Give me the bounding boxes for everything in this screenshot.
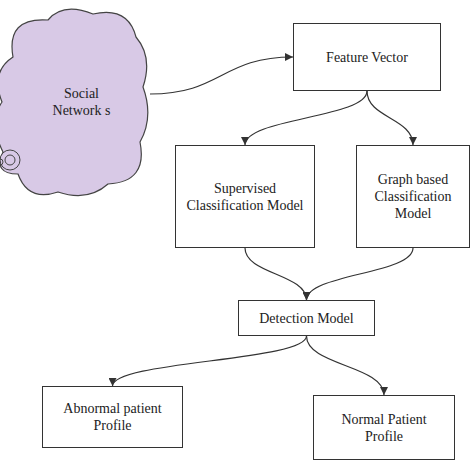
- connector-arrow: [113, 336, 307, 386]
- process-box: Graph based Classification Model: [356, 145, 470, 248]
- process-box: Supervised Classification Model: [175, 145, 315, 248]
- connector-arrow: [307, 248, 414, 300]
- node-label: Detection Model: [259, 310, 353, 327]
- cloud-outline: [0, 2, 153, 202]
- cloud-bubble: [5, 155, 15, 165]
- connector-arrow: [150, 57, 293, 94]
- cloud-bubble: [0, 150, 20, 170]
- process-box: Feature Vector: [293, 23, 441, 91]
- cloud-shape: [0, 9, 148, 195]
- connector-arrow: [367, 91, 413, 145]
- source-cloud: Social Network s: [0, 2, 153, 202]
- connector-arrow: [245, 248, 307, 300]
- process-box: Detection Model: [238, 300, 375, 336]
- node-label: Graph based Classification Model: [357, 171, 469, 222]
- node-label: Normal Patient Profile: [334, 411, 434, 445]
- process-box: Normal Patient Profile: [313, 395, 455, 460]
- node-label: Abnormal patient Profile: [63, 400, 163, 434]
- connector-arrow: [307, 336, 385, 395]
- node-label: Social Network s: [50, 85, 114, 119]
- connector-arrow: [245, 91, 367, 145]
- cloud-bubble: [0, 159, 3, 165]
- node-label: Supervised Classification Model: [176, 180, 314, 214]
- process-box: Abnormal patient Profile: [42, 386, 183, 448]
- node-label: Feature Vector: [326, 49, 408, 66]
